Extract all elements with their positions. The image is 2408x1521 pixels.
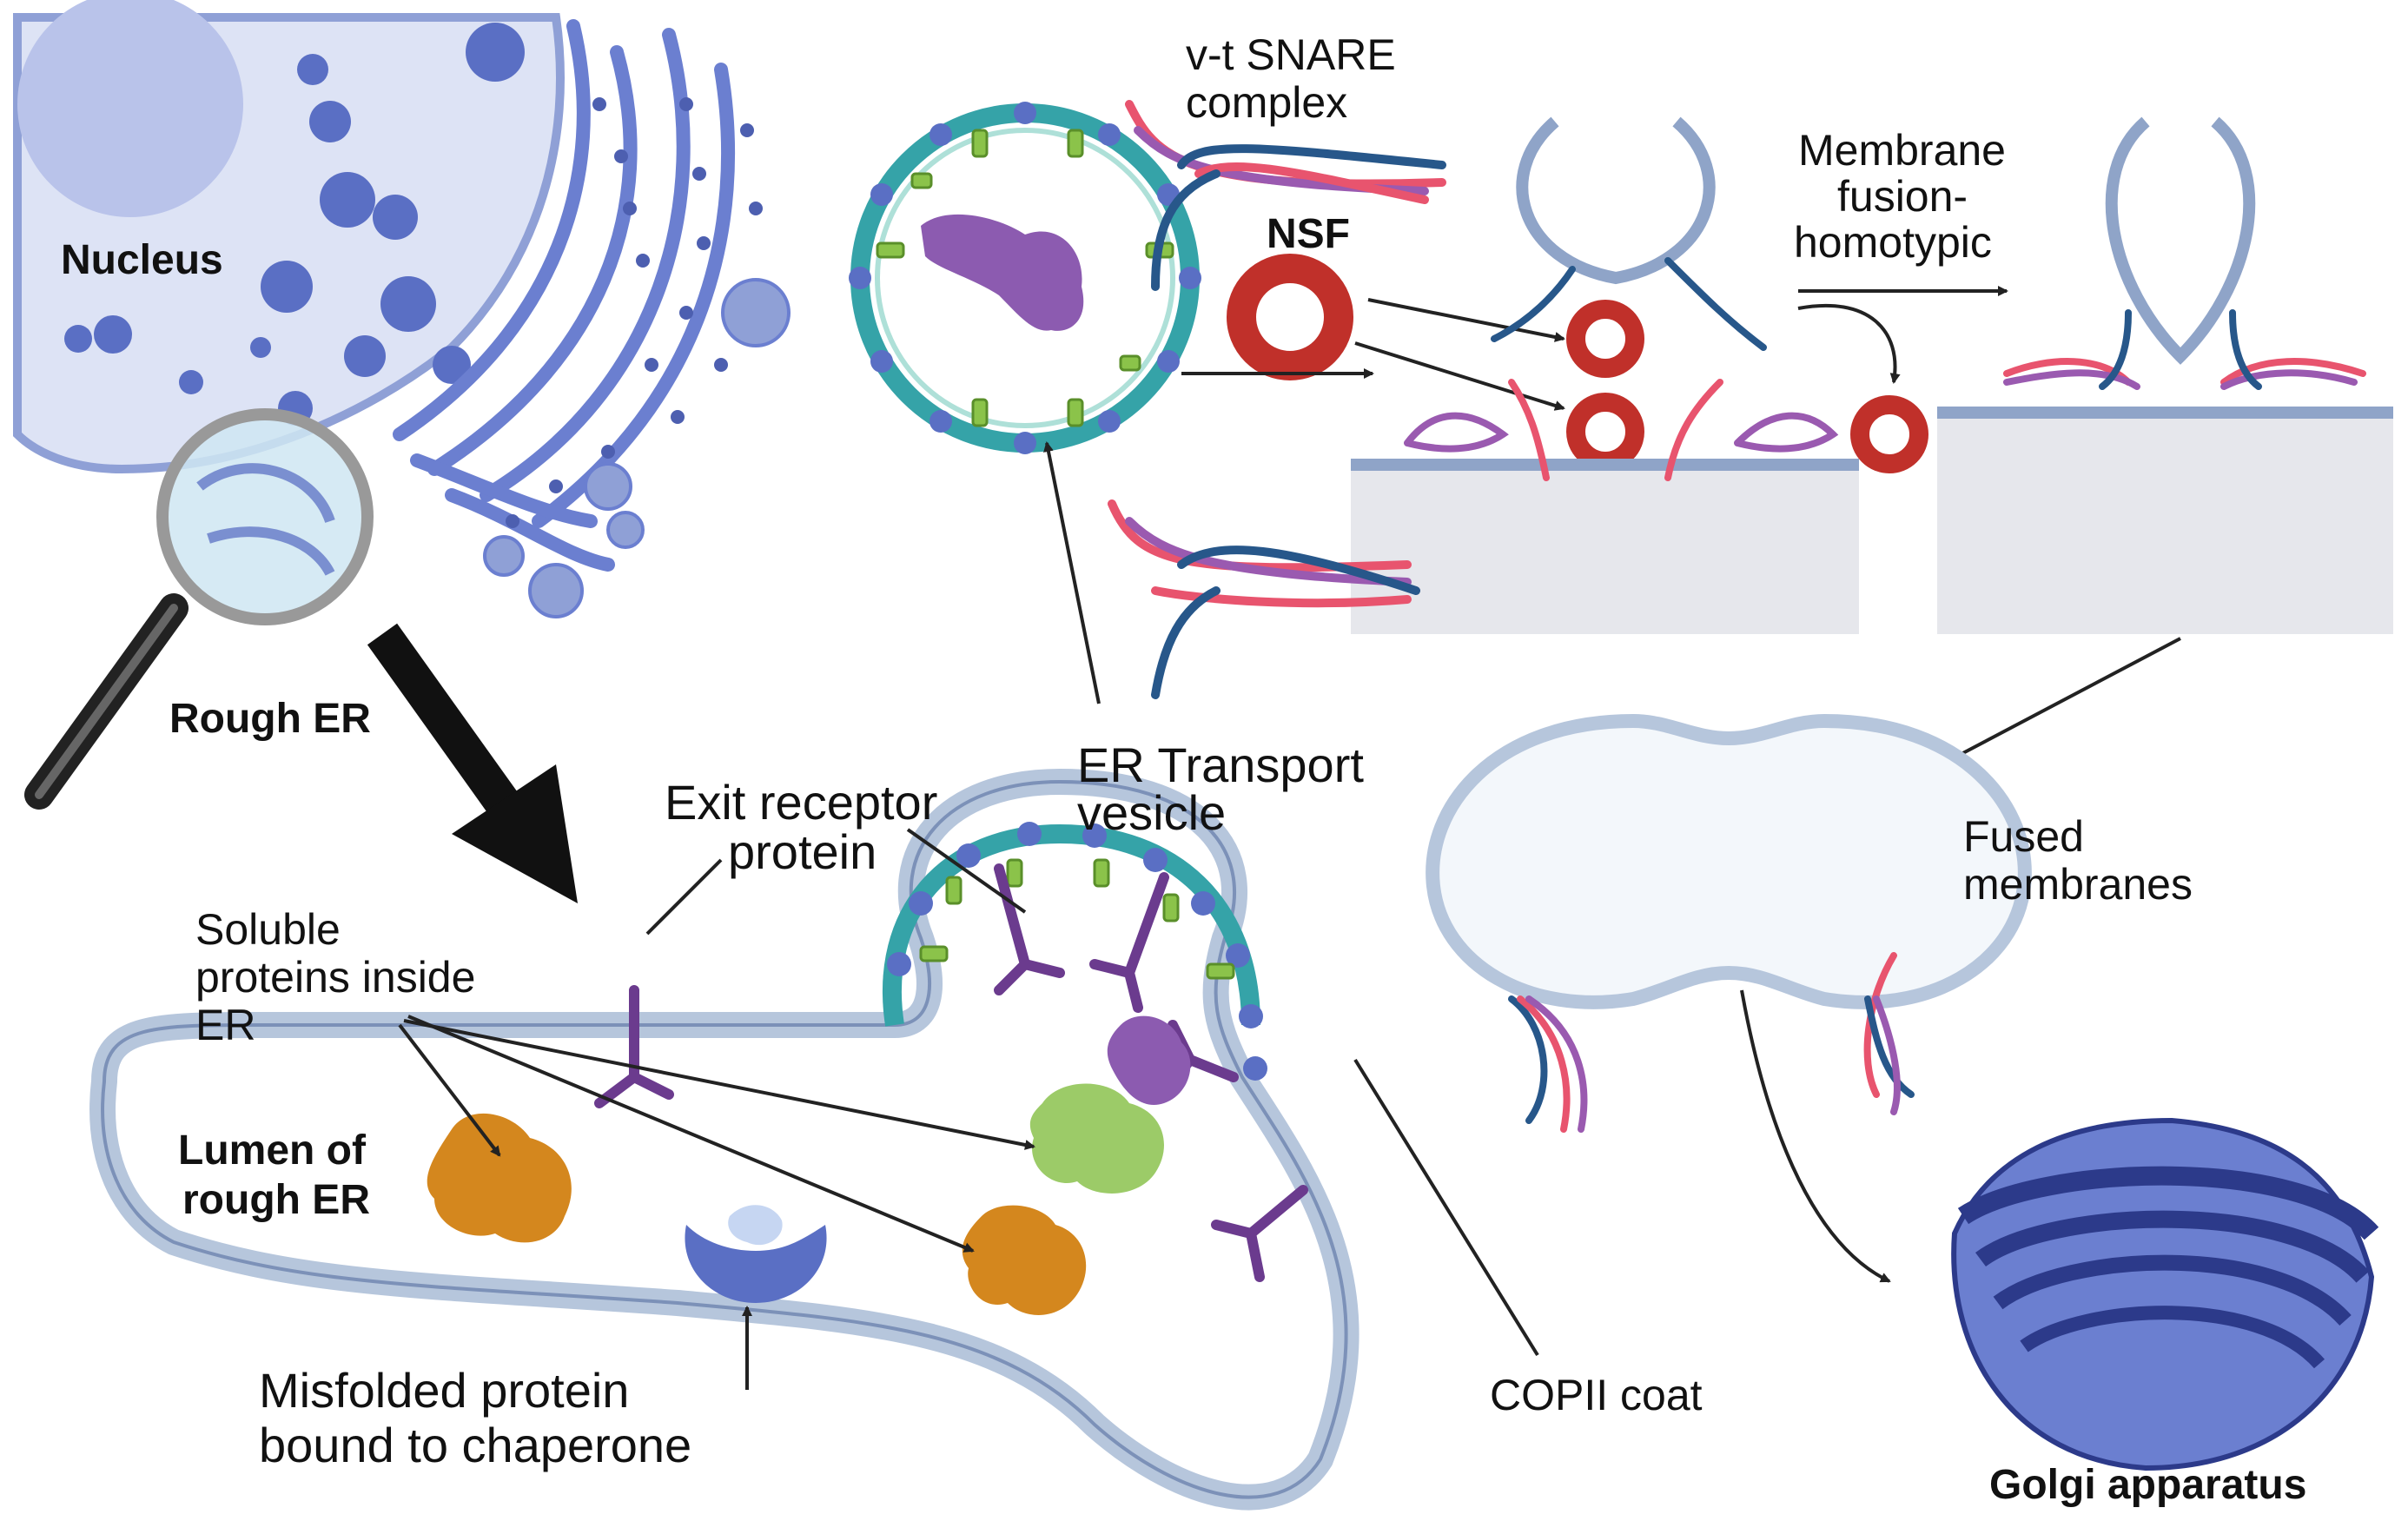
transport-vesicle-label-line1: ER Transport [1077,737,1364,792]
fusion-label-line1: Membrane [1798,126,2006,175]
magnifier-icon [24,408,374,810]
exit-receptor-label-line2: protein [728,824,877,879]
transport-vesicle-top [849,102,1201,454]
docking-vesicle [1516,116,1716,285]
target-membrane-panel-left [1351,459,1859,634]
copii-coat-bottom [882,822,1267,1081]
soluble-label-line1: Soluble [195,905,341,954]
golgi-label: Golgi apparatus [1989,1462,2306,1508]
vesicle-cargo [921,214,1084,331]
fusion-label-line2: fusion- [1837,172,1968,221]
cargo-green [1029,1083,1164,1194]
fused-vesicle-top [2105,116,2256,365]
misfolded-label-line1: Misfolded protein [259,1363,629,1418]
golgi-vesicles-small [483,278,791,618]
fused-snares [2003,309,2366,390]
misfolded-label-line2: bound to chaperone [259,1418,691,1472]
lumen-label-line2: rough ER [182,1177,370,1223]
nuclear-granules [64,23,525,426]
soluble-label-line2: proteins inside [195,953,475,1002]
er-lumen [89,768,1359,1511]
exit-receptor-label-line1: Exit receptor [665,775,937,830]
nucleus-label: Nucleus [61,237,223,283]
copii-coat-top [849,102,1201,454]
vesicle-proteins [876,129,1174,427]
docking-snares [1404,257,1839,481]
fused-to-golgi-arrow [1740,989,1891,1283]
snare-label-line1: v-t SNARE [1186,30,1396,79]
fused-label-line2: membranes [1963,860,2193,909]
cargo-orange-2 [962,1205,1087,1315]
lumen-label-line1: Lumen of [178,1128,367,1174]
zoom-arrow [367,623,578,903]
nsf-arrows [1043,286,2008,704]
copii-coat-label: COPII coat [1490,1371,1703,1419]
cargo-orange-1 [427,1113,572,1243]
soluble-arrows [398,828,1539,1390]
transport-vesicle-label-line2: vesicle [1077,785,1226,840]
rough-er-label: Rough ER [169,696,371,742]
rough-er-network [393,19,736,572]
nsf-icon [1227,254,1353,380]
target-membrane-panel-right [1937,407,2393,634]
soluble-label-line3: ER [195,1001,255,1049]
snare-complex-top [1125,100,1446,291]
nucleolus [17,0,243,217]
snare-label-line2: complex [1186,78,1347,127]
fused-membranes [1426,713,2032,1009]
fused-membranes-snares [1508,952,1915,1133]
cargo-purple [1107,1015,1191,1105]
fusion-to-fused-arrow [1940,637,2181,766]
fusion-label-line3: homotypic [1794,218,1992,267]
golgi-icon [1951,1117,2379,1471]
cell-overview [13,0,791,618]
chaperone-complex [685,1205,827,1303]
nsf-label: NSF [1267,211,1350,257]
fused-label-line1: Fused [1963,812,2084,861]
snare-complex-middle [1108,499,1420,699]
